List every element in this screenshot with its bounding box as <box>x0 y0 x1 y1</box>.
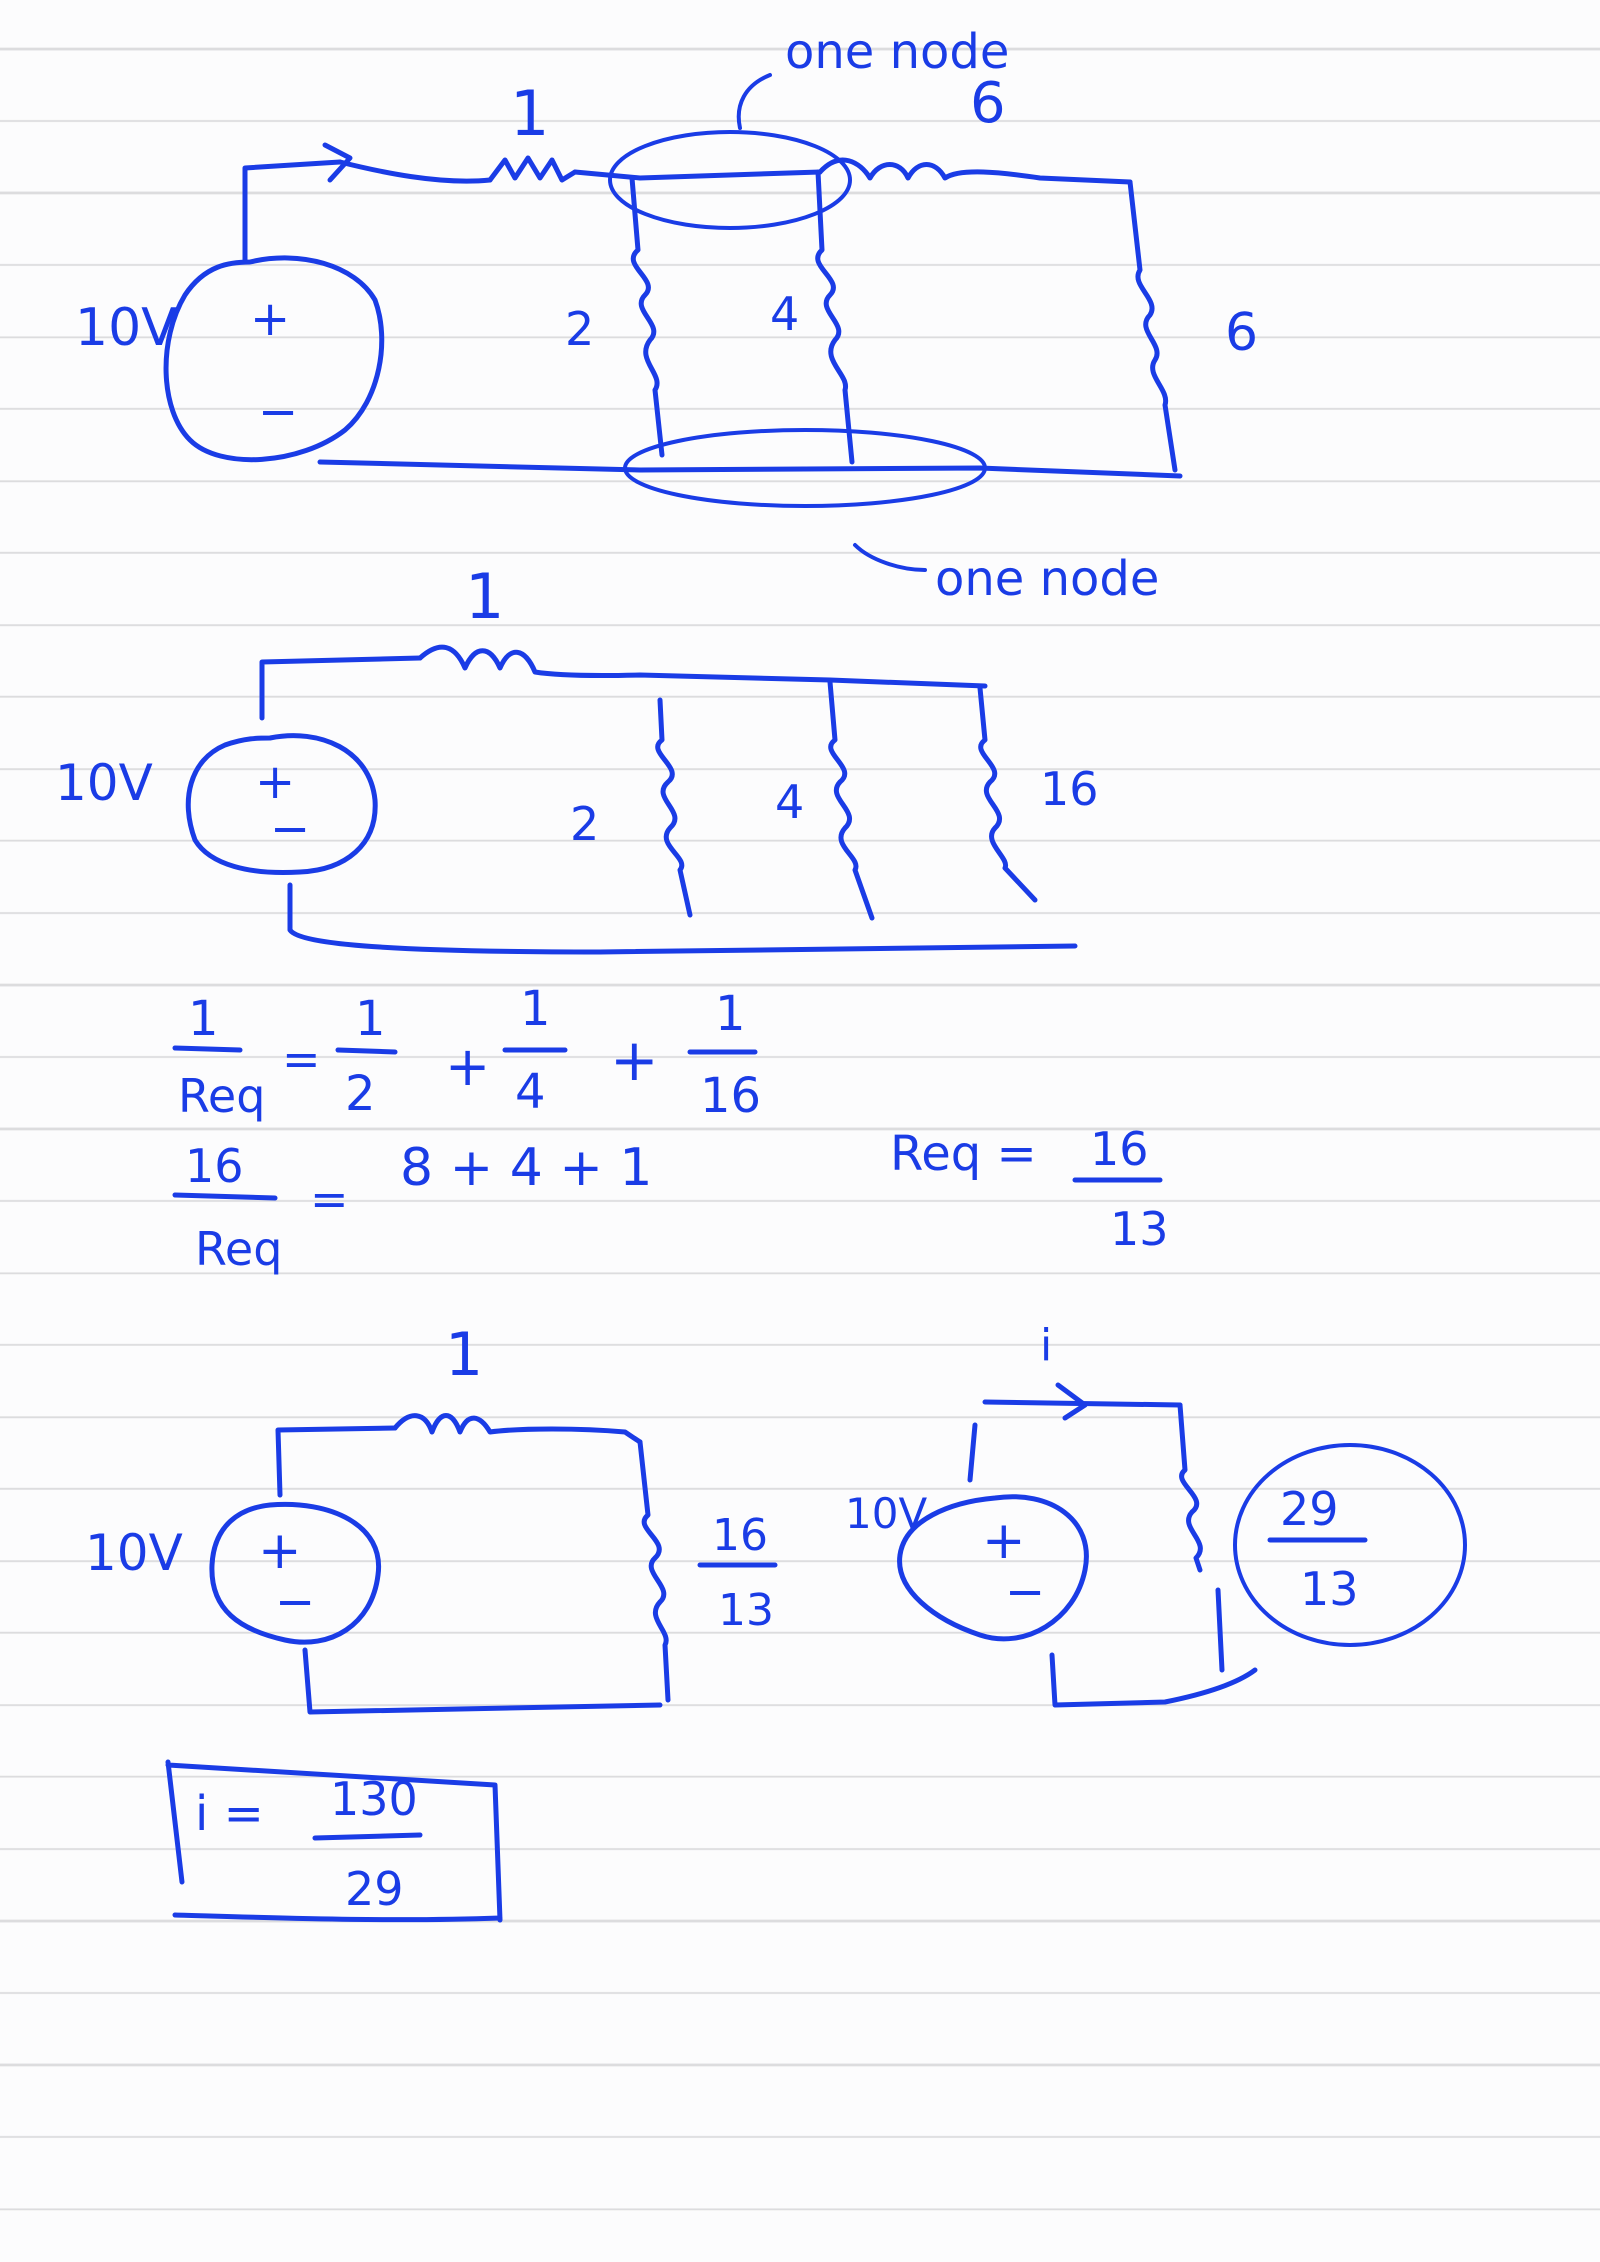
wire-4-left-stub <box>967 1422 978 1483</box>
circuit-3: 10V + − 1 16 13 <box>85 1320 778 1715</box>
minus-3: − <box>275 1574 315 1630</box>
answer-num: 130 <box>330 1772 418 1826</box>
eq2-lhs-num: 16 <box>185 1139 244 1193</box>
answer-bar <box>312 1832 423 1841</box>
eq1-t1-num: 1 <box>355 991 386 1047</box>
wire-2-top <box>259 655 423 721</box>
answer-den: 29 <box>345 1862 404 1916</box>
resistor-3-series <box>392 1413 643 1445</box>
circuit-2: 10V + − 1 2 4 16 <box>55 560 1099 955</box>
plus-1: + <box>250 291 290 347</box>
eq2-equals: = <box>310 1172 349 1226</box>
label-r16-2: 16 <box>1040 762 1099 816</box>
current-arrow-1 <box>322 142 353 183</box>
label-r-series-1: 1 <box>510 77 549 150</box>
resistor-2-r2 <box>655 697 693 918</box>
label-r-total-num-4: 29 <box>1280 1482 1339 1536</box>
resistor-4-total <box>1177 1402 1203 1573</box>
note-top: one node <box>785 24 1009 80</box>
eq1-lhs-bar <box>172 1045 243 1053</box>
plus-2: + <box>255 754 295 810</box>
node-loop-bottom <box>623 428 987 508</box>
label-r-load-num-3: 16 <box>712 1510 768 1561</box>
current-label-4: i <box>1040 1320 1052 1371</box>
wire-1-bottom <box>317 459 1183 479</box>
voltage-source-2 <box>185 733 378 875</box>
wire-2-bottom <box>287 882 1078 955</box>
answer-lhs: i = <box>195 1786 264 1842</box>
circuit-4: 10V + − i 29 13 <box>845 1320 1467 1708</box>
wire-1-node-a <box>572 169 823 181</box>
pointer-top <box>736 73 772 130</box>
resistor-1-series <box>487 155 578 183</box>
eq1-t2-den: 4 <box>515 1064 546 1120</box>
pointer-bottom <box>853 543 927 572</box>
label-r4-2: 4 <box>775 775 804 829</box>
resistor-2-r4 <box>827 679 875 921</box>
current-arrow-4 <box>1055 1382 1088 1421</box>
label-r2-2: 2 <box>570 797 599 851</box>
resistor-2-series <box>417 644 988 689</box>
label-r2-1: 2 <box>565 302 594 356</box>
eq2-lhs-bar <box>172 1192 278 1201</box>
req-label: Req = <box>890 1126 1037 1182</box>
label-r-right-1: 6 <box>1225 303 1258 363</box>
label-r4-1: 4 <box>770 287 799 341</box>
wire-4-bottom <box>1049 1652 1258 1708</box>
equations: 1 Req = 1 2 + 1 4 + 1 16 16 Req = 8 + 4 … <box>172 981 1169 1276</box>
eq1-plus-a: + <box>445 1035 490 1098</box>
wire-3-top <box>275 1425 398 1498</box>
label-r-series-2: 1 <box>465 560 504 633</box>
wire-1-top <box>242 159 343 265</box>
eq1-plus-b: + <box>610 1026 659 1094</box>
eq1-t2-num: 1 <box>520 981 551 1037</box>
voltage-source-3 <box>209 1501 382 1645</box>
resistor-1-r4 <box>815 169 855 465</box>
resistor-1-right <box>1127 179 1178 473</box>
resistor-1-r2 <box>629 175 665 458</box>
plus-4: + <box>982 1511 1026 1571</box>
req-num: 16 <box>1090 1122 1149 1176</box>
eq1-t1-den: 2 <box>345 1066 376 1122</box>
wire-1-top-b <box>337 159 493 184</box>
resistor-2-r16 <box>977 685 1038 903</box>
eq1-lhs-num: 1 <box>188 991 219 1047</box>
minus-4: − <box>1005 1564 1045 1620</box>
source-label-1: 10V <box>75 298 177 358</box>
label-r-load-den-3: 13 <box>718 1585 774 1636</box>
minus-2: − <box>270 801 310 857</box>
label-r-total-den-4: 13 <box>1300 1562 1359 1616</box>
eq1-t3-num: 1 <box>715 986 746 1042</box>
eq1-t3-den: 16 <box>700 1068 761 1124</box>
resistor-3-load <box>637 1439 671 1703</box>
plus-3: + <box>258 1521 302 1581</box>
eq1-lhs-den: Req <box>178 1069 265 1123</box>
voltage-source-4 <box>897 1494 1089 1642</box>
label-r-top-right-1: 6 <box>970 71 1006 136</box>
source-label-2: 10V <box>55 754 153 812</box>
answer-box-border <box>165 1759 503 1923</box>
wire-4-right-stub <box>1215 1587 1225 1673</box>
wire-3-bottom <box>302 1647 663 1715</box>
note-bottom: one node <box>935 551 1159 607</box>
circuit-1: 10V + − 1 2 4 6 6 one node one node <box>75 24 1258 607</box>
voltage-source-1 <box>163 255 385 463</box>
eq1-equals: = <box>282 1032 321 1086</box>
minus-1: − <box>258 384 298 440</box>
eq2-lhs-den: Req <box>195 1222 282 1276</box>
source-label-3: 10V <box>85 1524 183 1582</box>
circle-r-total <box>1233 1443 1467 1647</box>
answer-box: i = 130 29 <box>165 1759 503 1923</box>
eq2-rhs: 8 + 4 + 1 <box>400 1138 653 1198</box>
label-r-series-3: 1 <box>445 1320 483 1390</box>
eq1-t1-bar <box>335 1047 398 1055</box>
req-den: 13 <box>1110 1202 1169 1256</box>
resistor-1-top-right <box>817 157 1133 185</box>
source-label-4: 10V <box>845 1489 927 1538</box>
node-loop-top <box>608 130 852 230</box>
